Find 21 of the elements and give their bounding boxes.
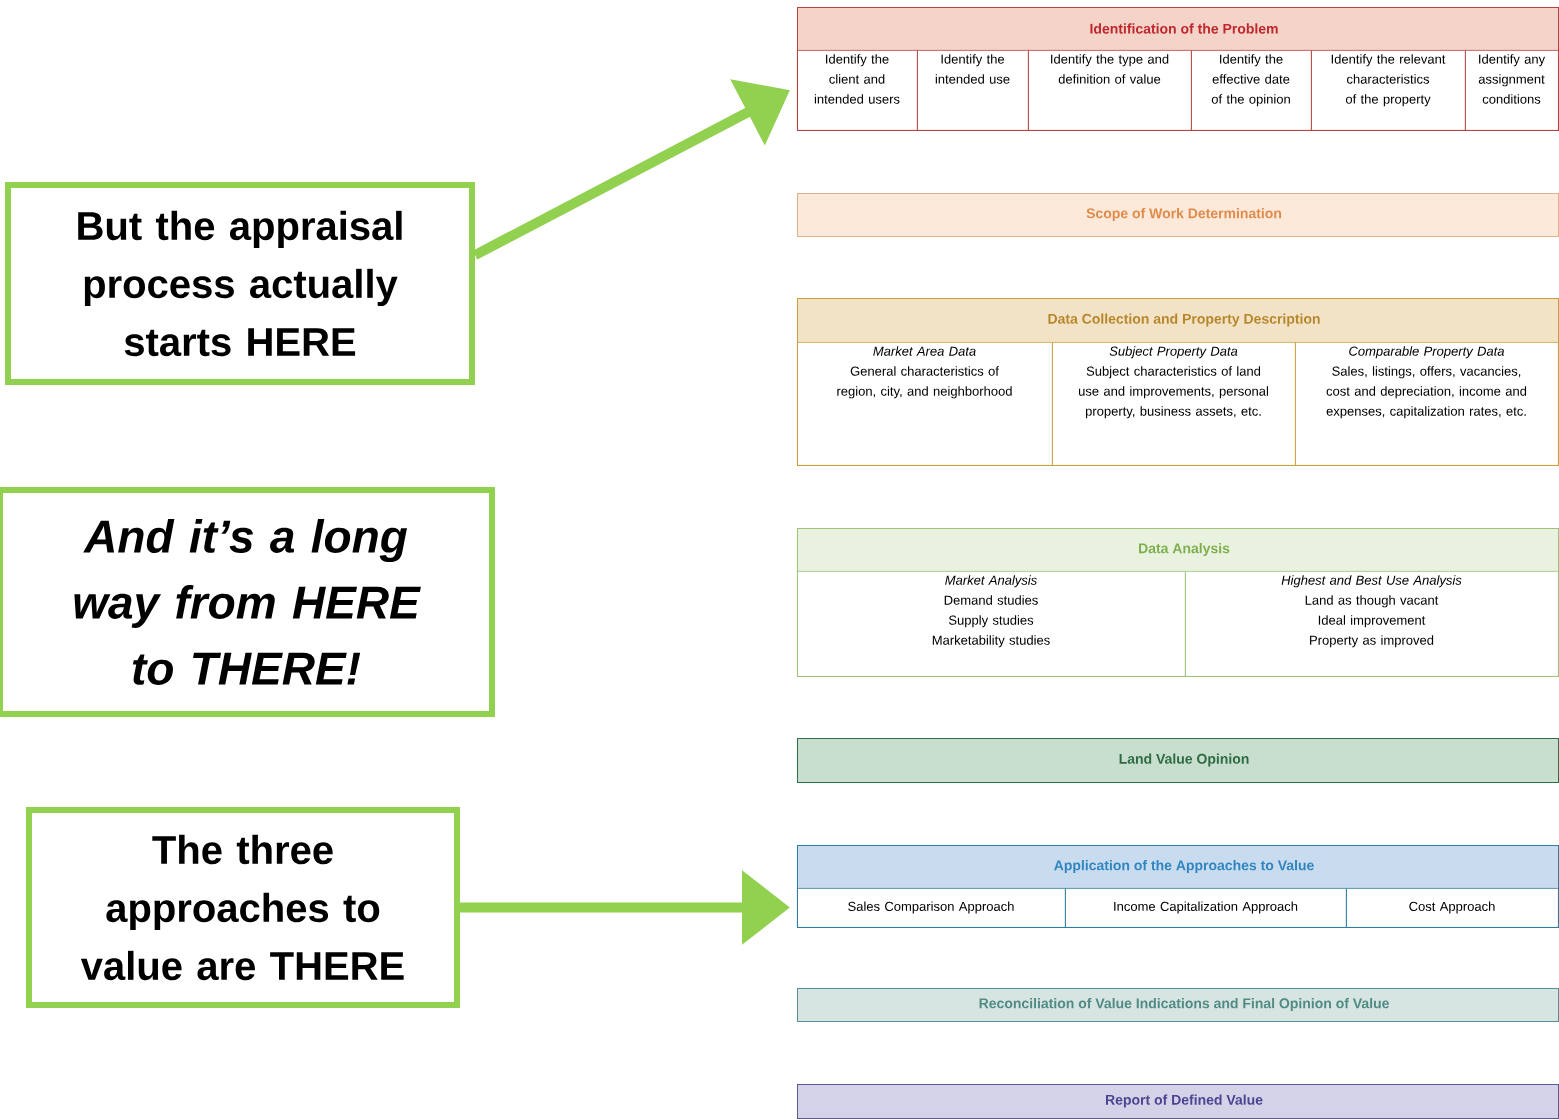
table-cell: Cost Approach bbox=[1346, 888, 1559, 928]
table-panel: Report of Defined Value bbox=[797, 1084, 1559, 1119]
table-cell: Identify any assignment conditions bbox=[1465, 50, 1559, 131]
callout-box: And it’s a long way from HERE to THERE! bbox=[0, 487, 495, 717]
table-cell: Income Capitalization Approach bbox=[1065, 888, 1347, 928]
table-cell: Identify the intended use bbox=[917, 50, 1029, 131]
table-cell: Market Analysis Demand studies Supply studies Marketability studies bbox=[797, 571, 1186, 677]
table-cell: Market Area Data General characteristics of region, city, and neighborhood bbox=[797, 342, 1053, 466]
callout-box: But the appraisal process actually starts HERE bbox=[5, 182, 475, 385]
callout-box: The three approaches to value are THERE bbox=[26, 807, 460, 1008]
table-cell: Identify the relevant characteristics of the property bbox=[1311, 50, 1466, 131]
table-panel: Land Value Opinion bbox=[797, 738, 1559, 783]
table-cell: Identify the effective date of the opinion bbox=[1191, 50, 1312, 131]
table-cell: Identify the client and intended users bbox=[797, 50, 918, 131]
table-panel: Reconciliation of Value Indications and Final Opinion of Value bbox=[797, 988, 1559, 1022]
table-cell: Subject Property Data Subject characteristics of land use and improvements, personal property, business assets, etc. bbox=[1052, 342, 1296, 466]
table-cell: Identify the type and definition of value bbox=[1028, 50, 1192, 131]
table-cell: Sales Comparison Approach bbox=[797, 888, 1066, 928]
table-cell: Comparable Property Data Sales, listings, offers, vacancies, cost and depreciation, income and expenses, capitalization rates, etc. bbox=[1295, 342, 1559, 466]
table-panel: Scope of Work Determination bbox=[797, 193, 1559, 237]
table-cell: Highest and Best Use Analysis Land as though vacant Ideal improvement Property as improved bbox=[1185, 571, 1559, 677]
